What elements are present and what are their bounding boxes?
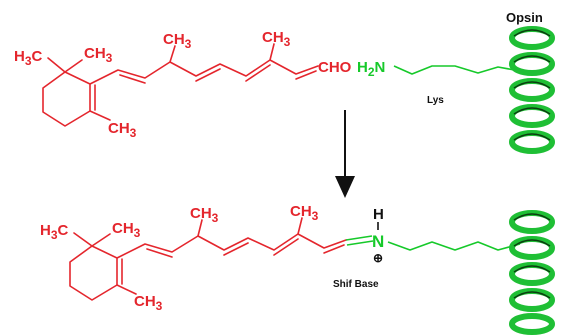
retinal-top-db-1 [119,74,146,84]
helix-bottom-turn-5 [509,313,555,335]
retinal-bottom-ch3-chain-1: CH3 [190,205,219,225]
opsin-label: Opsin [506,10,543,25]
helix-top-turn-2 [509,52,555,76]
retinal-aldehyde [42,43,319,127]
retinal-top-ch3-gem: CH3 [84,45,113,65]
positive-charge: ⊕ [373,251,383,265]
helix-bottom-turn-4 [509,288,555,312]
retinal-top-gem-methyl-2 [64,59,83,73]
retinal-top-h3c: H3C [14,48,43,68]
retinal-bottom-db-4 [323,244,345,254]
helix-top-turn-5 [509,130,555,154]
retinal-top-gem-methyl-1 [47,57,66,73]
retinal-top-db-2 [195,68,221,82]
opsin-helix-bottom [509,210,555,335]
retinal-bottom-h3c: H3C [40,222,69,242]
retinal-bottom-gem-methyl-1 [73,232,93,247]
retinal-bottom-gem-methyl-2 [91,233,111,247]
retinal-bottom-ch3-ring: CH3 [134,293,163,313]
schiff-base-label: Shif Base [333,279,379,290]
lysine-label: Lys [427,95,444,106]
retinal-bottom-chain [116,233,347,259]
helix-bottom-turn-3 [509,262,555,286]
imine-nitrogen: N [372,232,384,251]
aldehyde-label: CHO [318,59,352,76]
retinal-top-ch3-ring: CH3 [108,120,137,140]
retinal-top-db-4 [295,70,317,80]
helix-top-turn-1 [509,26,555,50]
retinal-bottom-db-3 [273,238,299,256]
retinal-bottom-chain-methyl-1 [197,219,203,237]
helix-top-turn-3 [509,78,555,102]
retinal-schiff [69,217,347,301]
retinal-top-db-3 [245,64,271,82]
retinal-bottom-db-1 [146,248,173,258]
opsin-helix-top [509,26,555,154]
helix-top-outline [513,29,551,141]
helix-bottom-turn-1 [509,210,555,234]
retinal-top-chain [89,59,319,85]
retinal-top-chain-methyl-2 [269,43,275,61]
retinal-top-ring-methyl [89,110,111,121]
retinal-bottom-ch3-chain-2: CH3 [290,203,319,223]
helix-bottom-turn-2 [509,236,555,260]
retinal-bottom-labels: H3C CH3 CH3 CH3 CH3 [40,203,319,313]
retinal-top-ch3-chain-2: CH3 [262,29,291,49]
retinal-bottom-chain-methyl-2 [297,217,303,235]
lysine-bottom-chain [387,241,521,251]
retinal-top-ch3-chain-1: CH3 [163,31,192,51]
retinal-bottom-ring [69,245,118,301]
retinal-top-labels: H3C CH3 CH3 CH3 CH3 CHO [14,29,352,140]
retinal-bottom-ch3-gem: CH3 [112,220,141,240]
helix-bottom-outline [513,213,551,299]
lysine-amine-label: H2N [357,59,385,79]
imine-double-bond [345,235,374,246]
retinal-top-ring [42,71,91,127]
retinal-bottom-ring-methyl [116,284,137,295]
lysine-top-chain [393,65,521,75]
retinal-top-chain-methyl-1 [169,45,176,63]
imine-hydrogen: H [373,206,384,223]
reaction-arrow [335,110,355,198]
retinal-bottom-db-2 [223,242,249,256]
helix-top-turn-4 [509,104,555,128]
